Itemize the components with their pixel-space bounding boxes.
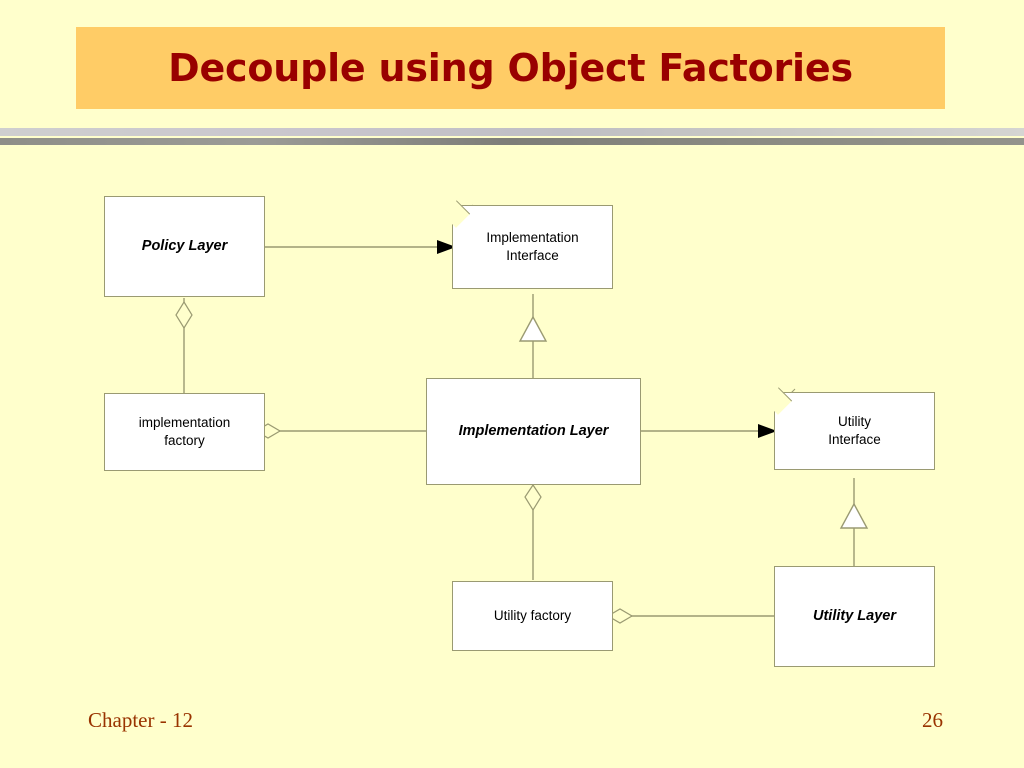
node-implementation-interface-line2: Interface (506, 248, 559, 263)
divider-light (0, 128, 1024, 136)
aggregation-diamond-policy (175, 300, 193, 330)
arrowhead-filled-utility-interface (758, 424, 777, 438)
node-implementation-factory-line1: implementation (138, 414, 231, 430)
arrowhead-filled-impl-interface (437, 240, 456, 254)
page-title: Decouple using Object Factories (168, 46, 853, 90)
node-implementation-layer-label: Implementation Layer (458, 422, 609, 439)
node-implementation-interface-label: Implementation Interface (480, 229, 584, 265)
footer-page-number: 26 (922, 708, 943, 732)
node-utility-factory-label: Utility factory (493, 607, 572, 623)
node-policy-layer-label: Policy Layer (141, 237, 228, 254)
node-utility-interface[interactable]: Utility Interface (774, 392, 935, 470)
generalization-triangle-utility (839, 502, 869, 529)
node-utility-layer[interactable]: Utility Layer (774, 566, 935, 667)
generalization-triangle-impl (518, 315, 548, 342)
title-bar: Decouple using Object Factories (76, 27, 945, 109)
node-policy-layer[interactable]: Policy Layer (104, 196, 265, 297)
node-utility-layer-label: Utility Layer (813, 607, 896, 624)
node-implementation-layer[interactable]: Implementation Layer (426, 378, 641, 485)
node-implementation-factory[interactable]: implementation factory (104, 393, 265, 471)
node-utility-factory[interactable]: Utility factory (452, 581, 613, 651)
node-implementation-factory-line2: factory (164, 433, 205, 448)
node-implementation-factory-label: implementation factory (133, 414, 237, 450)
node-utility-interface-line1: Utility (838, 413, 871, 429)
aggregation-diamond-impl-layer (524, 483, 542, 512)
node-utility-interface-label: Utility Interface (822, 413, 887, 449)
node-utility-interface-line2: Interface (828, 432, 881, 447)
footer-chapter: Chapter - 12 (88, 708, 193, 732)
node-implementation-interface[interactable]: Implementation Interface (452, 205, 613, 289)
divider-dark (0, 138, 1024, 145)
node-implementation-interface-line1: Implementation (486, 229, 579, 245)
